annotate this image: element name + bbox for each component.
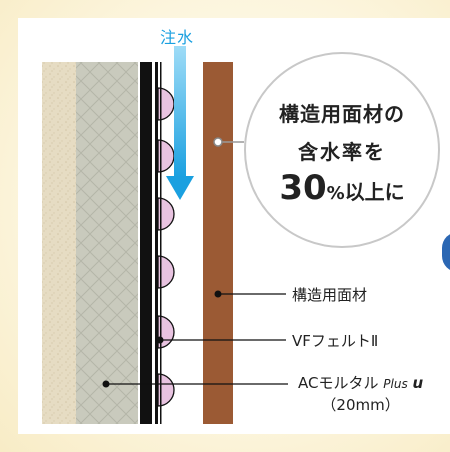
label-vf-felt: VFフェルトⅡ <box>292 332 379 350</box>
ac-mortar-layer <box>76 62 138 424</box>
callout-percent: % <box>326 183 345 204</box>
leader-ac-mortar <box>102 380 288 388</box>
finish-plaster-layer <box>42 62 76 424</box>
label-ac-mortar: ACモルタル Plus u （20mm） <box>298 372 423 415</box>
label-ac-mortar-size: （20mm） <box>321 396 400 414</box>
water-arrow-icon <box>166 46 194 200</box>
structural-board-layer <box>203 62 233 424</box>
water-injection-label: 注水 <box>160 28 195 47</box>
label-structural-board: 構造用面材 <box>292 286 368 304</box>
black-sheet-layer <box>140 62 152 424</box>
vf-felt-layer <box>155 62 158 424</box>
callout-value: 30 <box>279 168 327 208</box>
callout-suffix: 以上に <box>344 180 405 204</box>
label-ac-mortar-main: ACモルタル <box>298 374 379 392</box>
leader-vf-felt <box>156 336 286 344</box>
side-badge <box>442 232 450 272</box>
leader-structural-board <box>214 290 286 298</box>
callout-line3: 30%以上に <box>246 168 438 208</box>
cavity-line <box>160 62 162 424</box>
callout-line2: 含水率を <box>298 140 386 164</box>
callout-line1: 構造用面材の <box>279 102 405 126</box>
label-ac-mortar-u: u <box>412 374 424 392</box>
callout-connector <box>213 137 244 147</box>
moisture-callout: 構造用面材の 含水率を 30%以上に <box>244 52 440 248</box>
label-ac-mortar-plus: Plus <box>383 377 408 391</box>
